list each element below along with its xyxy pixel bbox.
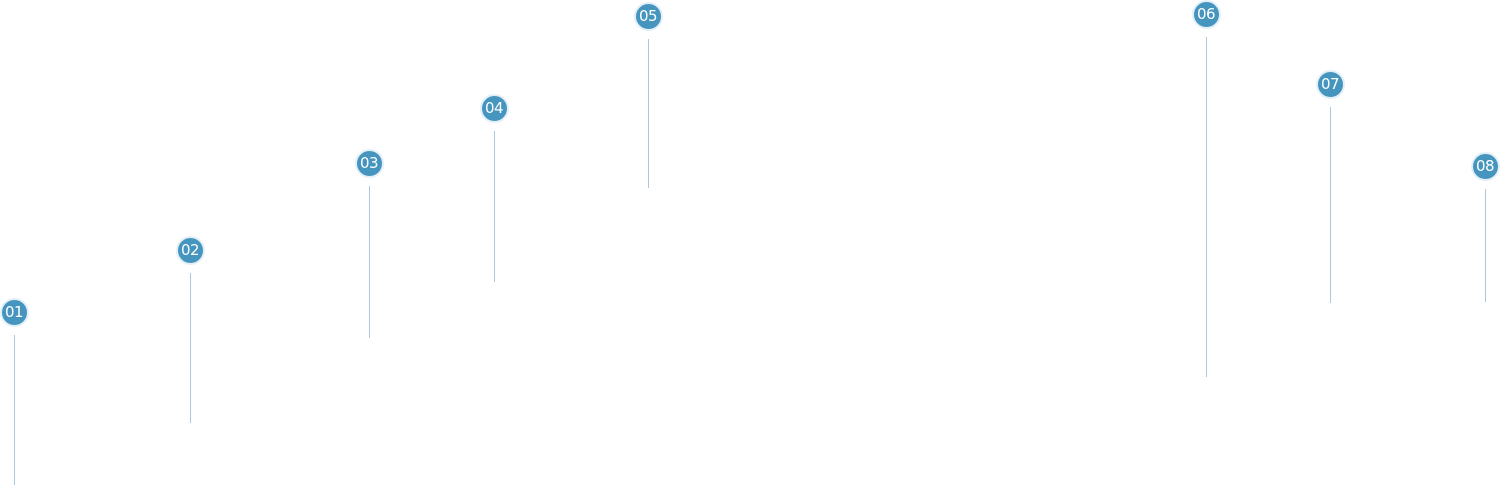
marker-stem <box>13 335 15 485</box>
marker-number-badge: 06 <box>1191 0 1221 29</box>
marker-06: 06 <box>1191 0 1221 377</box>
marker-number-badge: 07 <box>1315 70 1345 99</box>
marker-01: 01 <box>0 298 29 485</box>
marker-04: 04 <box>479 94 509 282</box>
marker-stem <box>1329 107 1331 303</box>
marker-number-badge: 02 <box>175 236 205 265</box>
marker-stem <box>647 39 649 188</box>
marker-number-badge: 04 <box>479 94 509 123</box>
marker-stem <box>189 273 191 423</box>
marker-03: 03 <box>354 149 384 338</box>
marker-stem <box>368 186 370 338</box>
marker-number-badge: 08 <box>1470 152 1500 181</box>
marker-number-badge: 01 <box>0 298 29 327</box>
marker-stem <box>493 131 495 282</box>
marker-08: 08 <box>1470 152 1500 302</box>
marker-stem <box>1205 37 1207 377</box>
marker-05: 05 <box>633 2 663 188</box>
marker-number-badge: 03 <box>354 149 384 178</box>
marker-02: 02 <box>175 236 205 423</box>
marker-07: 07 <box>1315 70 1345 303</box>
marker-stem <box>1484 189 1486 302</box>
marker-number-badge: 05 <box>633 2 663 31</box>
